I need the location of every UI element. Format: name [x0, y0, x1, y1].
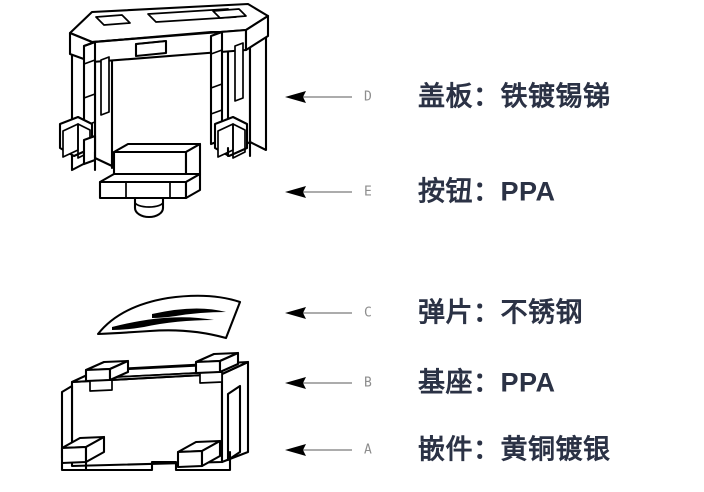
- leader-lines: [285, 91, 352, 456]
- part-button-drawing: [98, 142, 202, 219]
- leader-line-D: [285, 91, 352, 103]
- leader-line-B: [285, 377, 352, 389]
- part-key-letter-D: D: [364, 89, 372, 105]
- part-key-letter-A: A: [364, 442, 372, 458]
- leader-line-C: [285, 307, 352, 319]
- part-cover-plate-drawing: [58, 2, 270, 172]
- part-label-cover-plate: 盖板：铁镀锡锑: [418, 81, 611, 112]
- part-key-letter-C: C: [364, 305, 372, 321]
- part-label-spring-leaf: 弹片：不锈钢: [418, 297, 583, 328]
- part-key-letter-B: B: [364, 375, 372, 391]
- part-label-base: 基座：PPA: [418, 367, 556, 398]
- leader-line-E: [285, 186, 352, 198]
- part-base-drawing: [60, 351, 250, 468]
- leader-line-A: [285, 444, 352, 456]
- part-label-insert-terminal: 嵌件：黄铜镀银: [418, 434, 611, 465]
- part-label-button: 按钮：PPA: [418, 176, 556, 207]
- part-insert-terminal-drawing: [60, 435, 232, 472]
- part-key-letter-E: E: [364, 184, 372, 200]
- part-spring-leaf-drawing: [96, 294, 242, 340]
